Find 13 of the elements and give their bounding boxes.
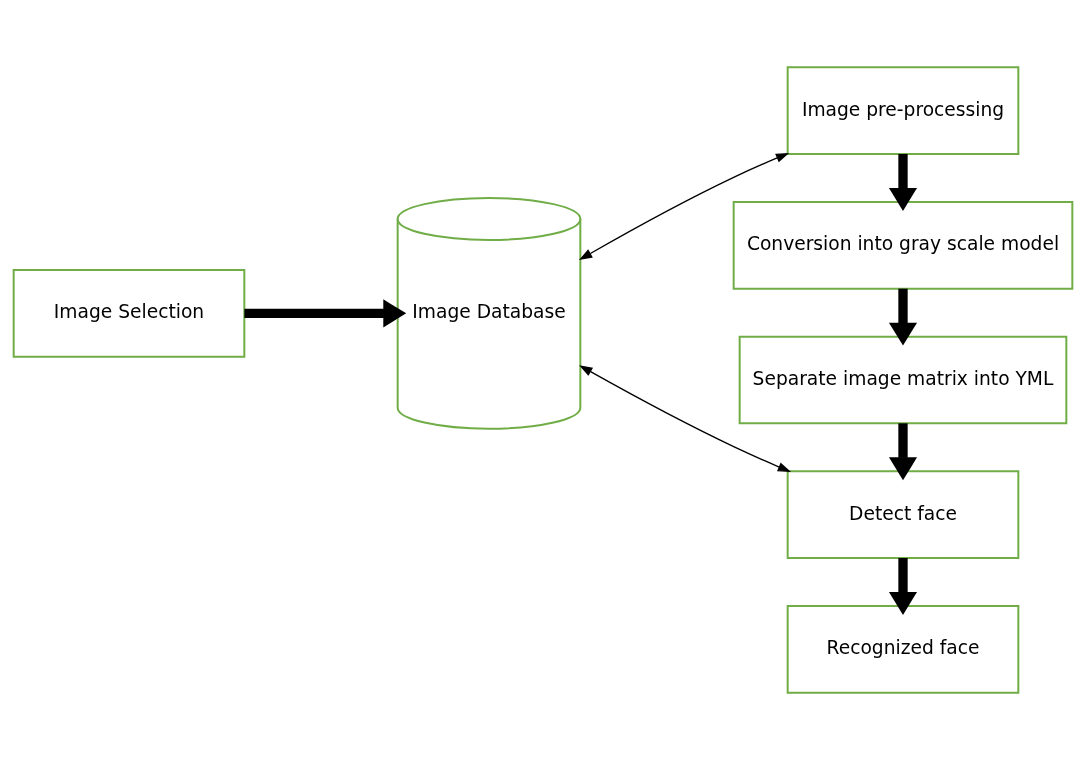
node-box: Recognized face	[786, 605, 1020, 694]
node-box: Detect face	[786, 470, 1020, 559]
arrow	[888, 288, 918, 346]
node-box: Image Selection	[12, 269, 246, 358]
arrow	[888, 558, 918, 615]
arrow	[579, 365, 792, 473]
node-box: Conversion into gray scale model	[732, 201, 1074, 290]
node-box: Image pre-processing	[786, 66, 1020, 155]
node-box: Separate image matrix into YML	[738, 335, 1068, 425]
arrow	[578, 152, 790, 261]
arrow	[888, 423, 918, 481]
arrow	[244, 299, 407, 328]
arrow	[888, 154, 918, 211]
